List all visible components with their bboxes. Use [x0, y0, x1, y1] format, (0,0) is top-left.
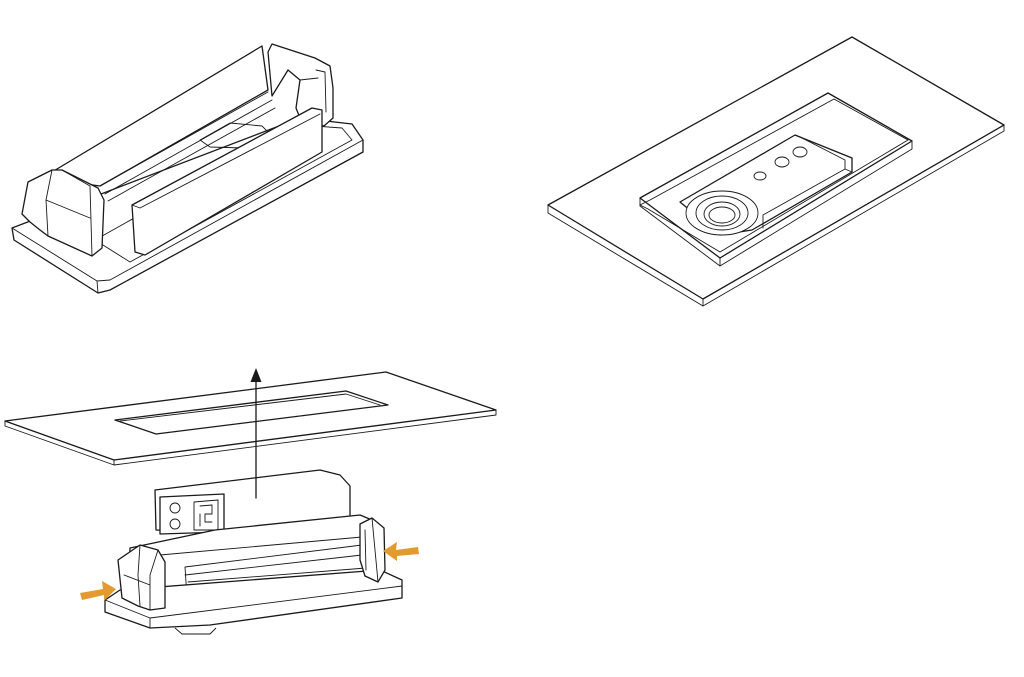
indicator-hole-3 [792, 146, 808, 158]
removal-drawing [4, 368, 497, 635]
removal-panel-cutout [114, 390, 389, 435]
panel-sheet-thickness [547, 124, 1005, 307]
frame-clip-front-detail [45, 169, 93, 257]
frame-clip-front [21, 169, 105, 257]
lift-arrow-icon [250, 368, 262, 499]
module-base-flange [104, 569, 403, 629]
installed-panel-drawing [547, 36, 1005, 307]
frame-front-wall-top [131, 113, 321, 209]
removal-panel-thickness [4, 409, 497, 466]
module-housing-lines [159, 536, 367, 613]
frame-clip-back [267, 43, 334, 127]
connector-pin-1 [169, 502, 181, 514]
lens-center [708, 206, 736, 224]
module-clip-right-detail [364, 517, 379, 583]
module-face-lines [762, 134, 853, 229]
press-arrow-icon [383, 542, 419, 561]
mounting-frame-drawing [11, 43, 364, 294]
module-base-foot [174, 627, 217, 635]
panel-bezel-step [639, 140, 913, 267]
indicator-hole-2 [774, 156, 790, 168]
frame-clip-back-detail [299, 69, 327, 113]
connector-pin-2 [169, 518, 181, 530]
module-clip-left-detail [123, 544, 159, 611]
module-base-flange-edge [104, 585, 403, 629]
removal-panel-cutout-inner [119, 393, 381, 422]
indicator-hole-1 [753, 171, 767, 181]
panel-bezel-inner [639, 98, 909, 253]
frame-base-lip [11, 139, 364, 294]
lens-core [703, 201, 741, 227]
frame-front-wall [131, 107, 323, 256]
frame-back-wall-lines [99, 91, 276, 202]
module-clip-left [117, 544, 166, 611]
press-arrow-icon [80, 581, 116, 601]
